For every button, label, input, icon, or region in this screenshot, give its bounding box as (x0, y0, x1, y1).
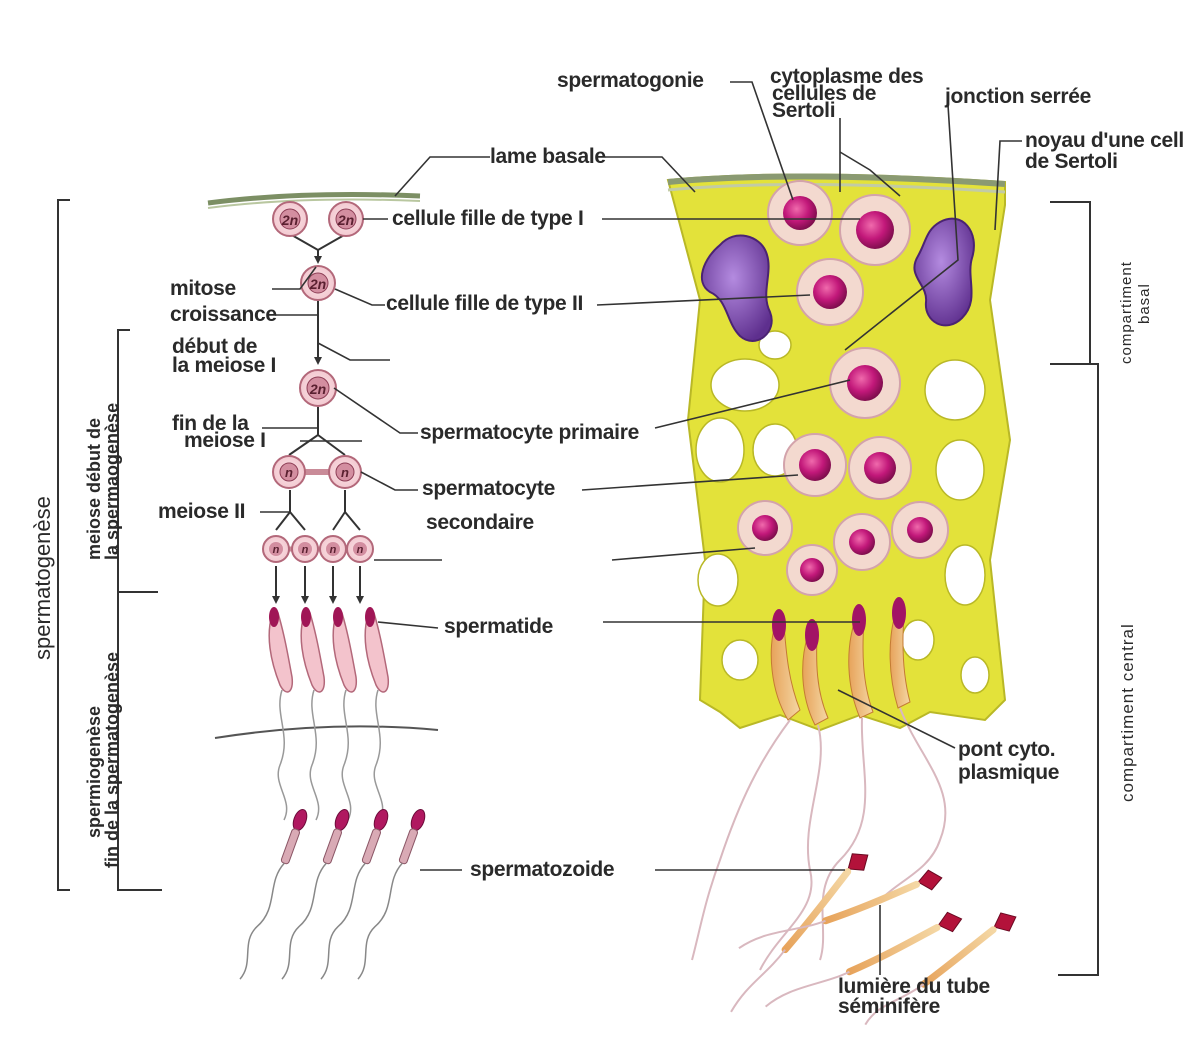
label-spermatozoide: spermatozoide (470, 861, 614, 879)
label-fin-2: meiose I (184, 432, 266, 450)
cell-ploidy-2n-1: 2n (281, 212, 298, 228)
label-mitose: mitose (170, 280, 236, 298)
bracket-spermatogenese (58, 200, 70, 890)
label-lame-basale: lame basale (490, 148, 606, 166)
label-pont-2: plasmique (958, 764, 1059, 782)
bracket-spermio (118, 592, 162, 890)
elongating-spermatids-left (269, 607, 388, 820)
label-compartiment-basal-2: basal (1136, 283, 1153, 324)
label-pont-1: pont cyto. (958, 741, 1055, 759)
cell-ploidy-n-1: n (285, 465, 293, 480)
label-spermatogenese: spermatogenèse (30, 496, 56, 660)
label-lumiere-2: séminifère (838, 998, 940, 1016)
sertoli-tissue (668, 174, 1010, 730)
label-compartiment-central: compartiment central (1118, 623, 1138, 802)
label-jonction: jonction serrée (945, 88, 1091, 106)
cell-ploidy-2n-4: 2n (309, 381, 326, 397)
cell-ploidy-n-3: n (273, 544, 280, 556)
cell-ploidy-2n-3: 2n (309, 276, 326, 292)
label-croissance: croissance (170, 306, 277, 324)
bracket-meiose (118, 330, 158, 592)
label-noyau-1: noyau d'une cell (1025, 132, 1184, 150)
label-spermatide: spermatide (444, 618, 553, 636)
bracket-central (1050, 364, 1098, 975)
label-cellule-fille-1: cellule fille de type I (392, 210, 584, 228)
cell-ploidy-n-2: n (341, 465, 349, 480)
cell-ploidy-n-4: n (302, 544, 309, 556)
label-cytoplasme-3: Sertoli (772, 102, 835, 120)
basal-lamina-left (208, 195, 420, 203)
cell-ploidy-n-5: n (330, 544, 337, 556)
cell-ploidy-2n-2: 2n (337, 212, 354, 228)
label-compartiment-basal-1: compartiment (1118, 261, 1135, 364)
label-lumiere-1: lumière du tube (838, 978, 990, 996)
label-fin-spermatogenese: fin de la spermatogenèse (102, 652, 123, 868)
label-noyau-2: de Sertoli (1025, 153, 1118, 171)
label-la-spermaogenese: la spermaogenèse (102, 403, 123, 560)
label-meiose-ii: meiose II (158, 503, 245, 521)
label-debut-2: la meiose I (172, 357, 276, 375)
label-spermatogonie: spermatogonie (557, 72, 704, 90)
spermatozoa-left (235, 807, 427, 981)
label-spermatocyte-secondaire-2: secondaire (426, 514, 534, 532)
label-spermatocyte-primaire: spermatocyte primaire (420, 424, 639, 442)
label-spermatocyte-secondaire-1: spermatocyte (422, 480, 555, 498)
label-cellule-fille-2: cellule fille de type II (386, 295, 583, 313)
bracket-basal (1050, 202, 1090, 364)
cell-ploidy-n-6: n (357, 544, 364, 556)
